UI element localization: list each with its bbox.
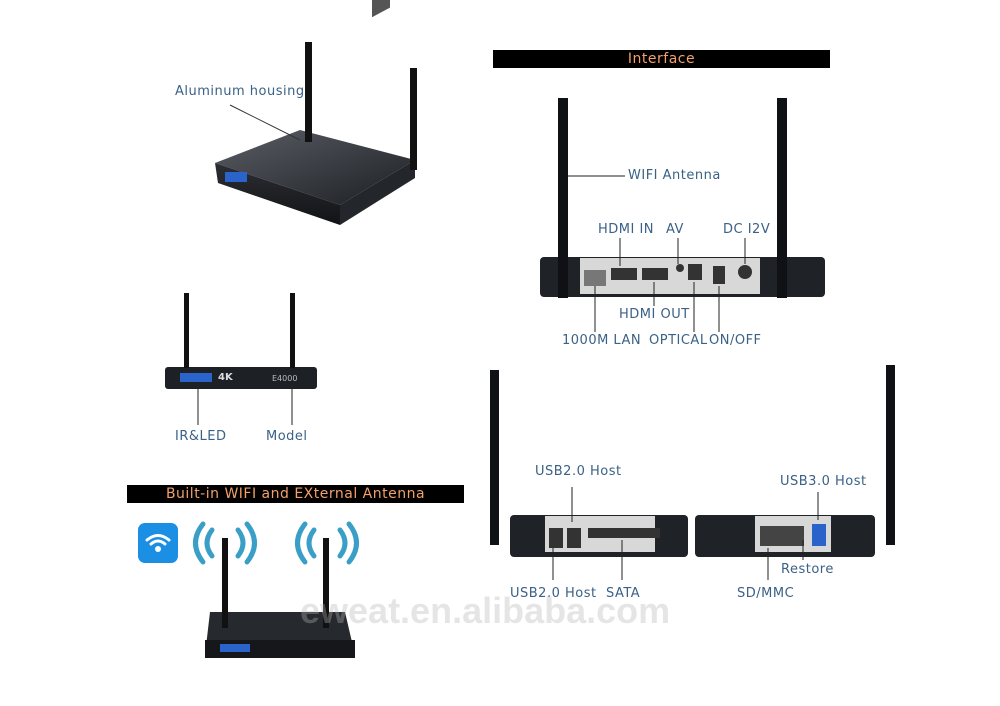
- label-aluminum-housing: Aluminum housing: [175, 84, 305, 99]
- label-hdmi-in: HDMI IN: [598, 222, 655, 237]
- label-dc-12v: DC I2V: [723, 222, 771, 237]
- label-restore: Restore: [781, 562, 834, 577]
- label-optical: OPTICAL: [649, 333, 708, 348]
- label-wifi-antenna: WIFI Antenna: [628, 168, 721, 183]
- label-on-off: ON/OFF: [709, 333, 762, 348]
- label-model: Model: [266, 429, 308, 444]
- watermark: eweat.en.alibaba.com: [300, 590, 671, 631]
- wifi-app-icon: [138, 523, 178, 563]
- device-side-right: [695, 365, 895, 580]
- device-front: [165, 293, 317, 425]
- label-usb2-host-bottom: USB2.0 Host: [510, 586, 597, 601]
- device-badge-4k: 4K: [218, 372, 233, 383]
- label-lan: 1000M LAN: [562, 333, 642, 348]
- label-sd-mmc: SD/MMC: [737, 586, 795, 601]
- device-side-left: [490, 370, 688, 580]
- label-usb3-host: USB3.0 Host: [780, 474, 867, 489]
- label-hdmi-out: HDMI OUT: [619, 307, 690, 322]
- label-av: AV: [666, 222, 684, 237]
- label-ir-led: IR&LED: [175, 429, 227, 444]
- interface-banner: Interface: [493, 50, 830, 68]
- wifi-signal-icon: [193, 521, 359, 565]
- device-perspective: [215, 0, 417, 225]
- wifi-banner: Built-in WIFI and EXternal Antenna: [127, 485, 464, 503]
- label-usb2-host-top: USB2.0 Host: [535, 464, 622, 479]
- device-wifi: [205, 538, 355, 658]
- label-sata: SATA: [606, 586, 641, 601]
- device-back-panel: [540, 98, 825, 332]
- device-model-code: E4000: [272, 374, 298, 383]
